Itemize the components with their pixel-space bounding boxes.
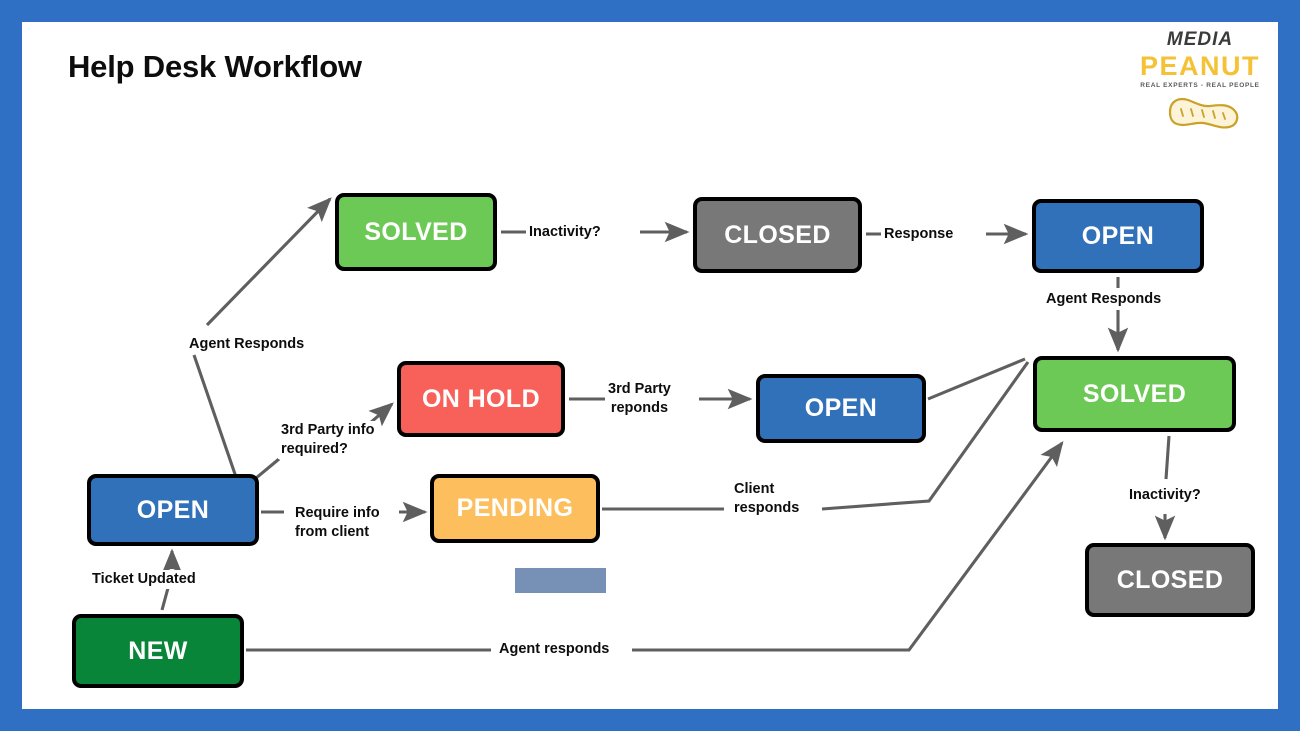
edge-openmid-solved <box>927 357 1026 401</box>
edge-label-agent-responds-bottom: Agent responds <box>496 640 613 659</box>
node-open-top-right[interactable]: OPEN <box>1032 199 1204 273</box>
edge-label-agent-responds-right: Agent Responds <box>1043 290 1165 309</box>
media-peanut-logo: MEDIA PEANUT REAL EXPERTS - REAL PEOPLE <box>1140 28 1260 143</box>
accent-block <box>515 568 606 593</box>
edge-new-open-a <box>160 587 170 611</box>
edge-label-3rd-party-reponds: 3rd Party reponds <box>605 380 674 418</box>
edge-label-inactivity-top: Inactivity? <box>526 223 604 242</box>
edge-solvedright-closed-a <box>1164 435 1171 480</box>
node-closed-top[interactable]: CLOSED <box>693 197 862 273</box>
edge-label-ticket-updated: Ticket Updated <box>89 570 199 589</box>
edge-openleft-solved-b <box>205 197 332 327</box>
node-pending[interactable]: PENDING <box>430 474 600 543</box>
node-open-left[interactable]: OPEN <box>87 474 259 546</box>
node-closed-right[interactable]: CLOSED <box>1085 543 1255 617</box>
node-on-hold[interactable]: ON HOLD <box>397 361 565 437</box>
edge-label-require-info-from-client: Require info from client <box>292 504 383 542</box>
logo-media-text: MEDIA <box>1166 29 1234 50</box>
edge-openleft-solved-a <box>192 354 238 478</box>
node-solved-top[interactable]: SOLVED <box>335 193 497 271</box>
node-new[interactable]: NEW <box>72 614 244 688</box>
edge-label-3rd-party-info-required: 3rd Party info required? <box>278 421 378 459</box>
edge-label-client-responds: Client responds <box>731 480 803 518</box>
peanut-icon <box>1140 94 1260 135</box>
edge-label-inactivity-right: Inactivity? <box>1126 486 1204 505</box>
logo-peanut-text: PEANUT <box>1140 51 1261 81</box>
edge-label-agent-responds-left: Agent Responds <box>186 335 308 354</box>
edge-new-solved-b <box>632 441 1064 652</box>
page-title: Help Desk Workflow <box>68 49 362 84</box>
node-open-middle[interactable]: OPEN <box>756 374 926 443</box>
slide-canvas: Help Desk Workflow MEDIA PEANUT REAL EXP… <box>22 22 1278 709</box>
edge-label-response: Response <box>881 225 957 244</box>
logo-tagline: REAL EXPERTS - REAL PEOPLE <box>1140 82 1260 89</box>
node-solved-right[interactable]: SOLVED <box>1033 356 1236 432</box>
